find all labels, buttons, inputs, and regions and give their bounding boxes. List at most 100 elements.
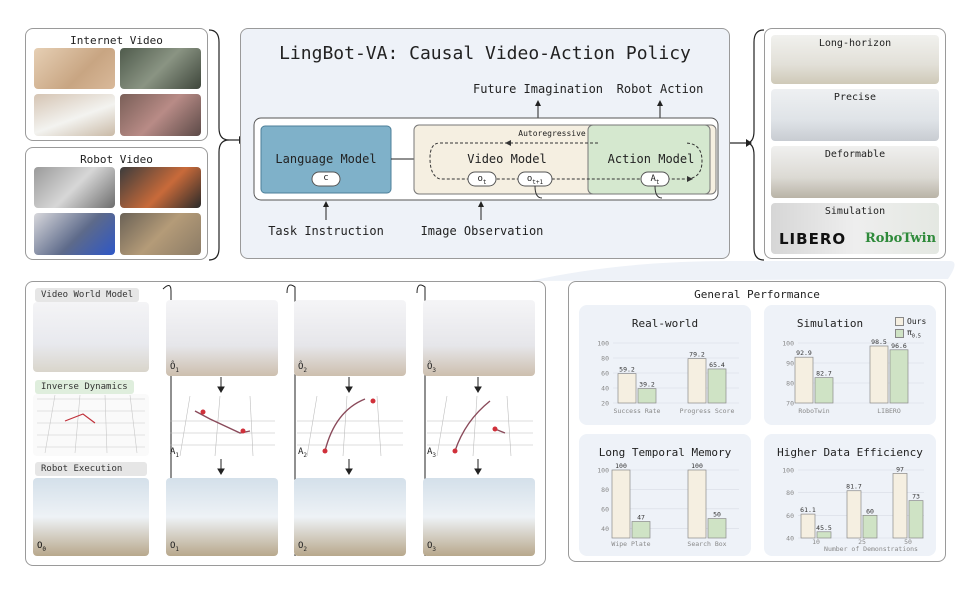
- obs-label-3-main: O: [427, 541, 433, 552]
- long-horizon-label: Long-horizon: [818, 38, 892, 49]
- bar: [889, 349, 909, 404]
- precise-image: Precise: [771, 89, 939, 141]
- bar-value-label: 100: [691, 462, 703, 470]
- bar-value-label: 50: [713, 511, 721, 519]
- bar: [687, 358, 707, 404]
- internet-video-panel: Internet Video: [25, 28, 208, 141]
- bar-value-label: 96.6: [891, 342, 907, 350]
- token-ot1-main: o: [526, 174, 533, 184]
- obs-label-3-sub: 3: [432, 546, 437, 553]
- chart-real-world-title: Real-world: [631, 317, 699, 330]
- pred-label-3-main: Ô: [427, 362, 433, 373]
- y-tick-label: 100: [782, 467, 794, 475]
- pred-label-2-main: Ô: [298, 362, 304, 373]
- pred-label-1-main: Ô: [170, 362, 176, 373]
- bar: [862, 514, 878, 539]
- bar: [800, 513, 816, 539]
- obs-label-2: O2: [298, 541, 307, 553]
- internet-video-thumb-2: [120, 48, 201, 89]
- x-tick-label: Progress Score: [680, 407, 735, 415]
- obs-label-1-sub: 1: [175, 546, 180, 553]
- pred-image-1: Ô1: [166, 300, 278, 376]
- bar: [814, 377, 834, 404]
- video-world-model-tag: Video World Model: [35, 288, 140, 302]
- bar: [892, 473, 908, 539]
- robot-video-title: Robot Video: [80, 153, 153, 166]
- pred-label-1: Ô1: [170, 362, 179, 374]
- future-imagination-label: Future Imagination: [472, 82, 604, 96]
- bar: [617, 373, 637, 404]
- action-label-3-main: A: [427, 447, 433, 457]
- inverse-dynamics-image: [33, 394, 149, 456]
- internet-video-thumb-4: [120, 94, 201, 136]
- internet-video-title: Internet Video: [70, 34, 163, 47]
- action-label-1: A1: [170, 447, 179, 459]
- pred-label-1-sub: 1: [175, 367, 180, 374]
- left-bracket-arrow: [208, 29, 245, 261]
- chart-simulation-title: Simulation: [796, 317, 864, 330]
- pred-image-3: Ô3: [423, 300, 535, 376]
- x-tick-label: 50: [904, 538, 912, 546]
- language-model-label: Language Model: [275, 152, 377, 166]
- language-token: c: [323, 173, 329, 183]
- bar: [707, 518, 727, 539]
- section-connector: [530, 261, 955, 281]
- legend-pi-label: π0.5: [907, 328, 921, 340]
- bar-value-label: 47: [637, 513, 645, 521]
- y-tick-label: 80: [786, 380, 794, 388]
- chart-data-efficiency-svg: 40608010061.145.51081.76025977350Number …: [782, 465, 924, 553]
- robot-video-thumb-4: [120, 213, 201, 255]
- bar-value-label: 97: [896, 465, 904, 473]
- bar-value-label: 59.2: [619, 366, 635, 374]
- y-tick-label: 60: [601, 370, 609, 378]
- action-label-3: A3: [427, 447, 436, 459]
- legend-pi-sub: 0.5: [911, 333, 921, 340]
- obs-image-3: O3: [423, 478, 535, 556]
- bar: [816, 531, 832, 539]
- robot-video-panel: Robot Video: [25, 147, 208, 260]
- action-label-2-sub: 2: [303, 451, 308, 459]
- obs-label-3: O3: [427, 541, 436, 553]
- bar: [908, 500, 924, 539]
- y-tick-label: 80: [601, 486, 609, 494]
- y-tick-label: 80: [786, 489, 794, 497]
- token-ot-main: o: [477, 174, 483, 184]
- bar: [637, 388, 657, 404]
- x-tick-label: 25: [858, 538, 866, 546]
- o0-sub: 0: [42, 546, 47, 553]
- simulation-label: Simulation: [824, 206, 886, 217]
- obs-label-2-sub: 2: [303, 546, 308, 553]
- bar-value-label: 39.2: [639, 381, 655, 389]
- x-tick-label: LIBERO: [877, 407, 901, 415]
- y-tick-label: 60: [601, 505, 609, 513]
- chart-long-temporal-memory-title: Long Temporal Memory: [598, 446, 732, 459]
- bar-value-label: 60: [866, 507, 874, 515]
- bar-value-label: 79.2: [689, 351, 705, 359]
- action-label-2-main: A: [298, 447, 304, 457]
- bar-value-label: 73: [912, 493, 920, 501]
- video-model-label: Video Model: [467, 152, 547, 166]
- pred-label-2: Ô2: [298, 362, 307, 374]
- action-model-label: Action Model: [607, 152, 695, 166]
- y-tick-label: 100: [597, 340, 609, 348]
- center-diagram: [253, 100, 719, 220]
- libero-logo: LIBERO: [779, 230, 847, 248]
- y-tick-label: 80: [601, 355, 609, 363]
- robot-video-thumb-3: [34, 213, 115, 255]
- task-types-panel: Long-horizon Precise Deformable Simulati…: [764, 28, 946, 259]
- bar: [631, 521, 651, 539]
- bar: [707, 368, 727, 404]
- action-label-1-main: A: [170, 447, 176, 457]
- x-axis-label: Number of Demonstrations: [824, 545, 918, 553]
- simulation-image: Simulation LIBERO RoboTwin: [771, 203, 939, 254]
- token-at-main: A: [650, 174, 656, 184]
- rollout-graphics: [37, 284, 533, 556]
- y-tick-label: 100: [782, 340, 794, 348]
- bar-value-label: 92.9: [796, 349, 812, 357]
- robot-action-label: Robot Action: [616, 82, 704, 96]
- obs-image-1: O1: [166, 478, 278, 556]
- deformable-image: Deformable: [771, 146, 939, 198]
- pred-label-3: Ô3: [427, 362, 436, 374]
